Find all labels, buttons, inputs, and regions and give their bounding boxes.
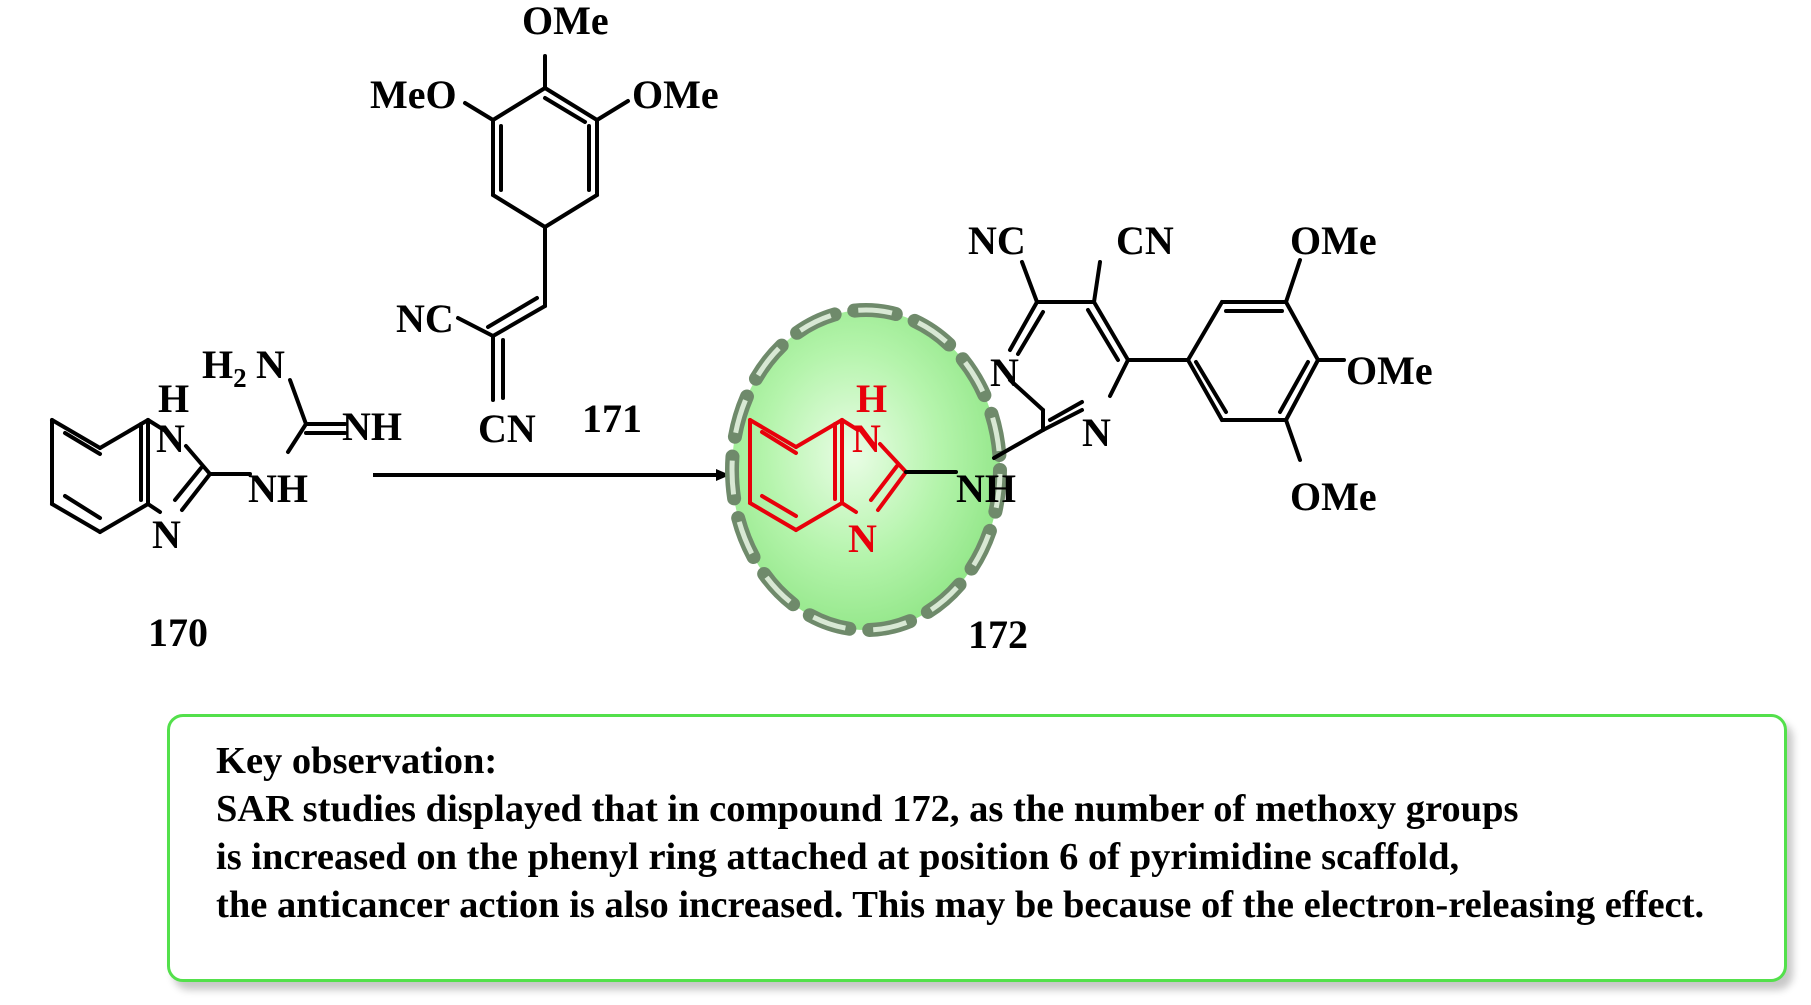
compound-172-atom-ome-mid: OMe xyxy=(1346,348,1433,393)
compound-171-atom-ome-right: OMe xyxy=(632,72,719,117)
compound-172-atom-n-bzi-bottom: N xyxy=(848,516,877,561)
compound-170-atom-nh-top: N xyxy=(156,416,185,461)
compound-172-atom-h-bzi-top: H xyxy=(856,376,887,421)
key-observation-line-1: SAR studies displayed that in compound 1… xyxy=(216,788,1519,830)
key-observation-line-3: the anticancer action is also increased.… xyxy=(216,884,1705,926)
compound-170-atom-h-top: H xyxy=(158,376,189,421)
compound-172-atom-n-pyr-top: N xyxy=(990,350,1019,395)
compound-172-atom-n-pyr-bottom: N xyxy=(1082,410,1111,455)
compound-171-label: 171 xyxy=(582,396,642,441)
key-observation-box: Key observation: SAR studies displayed t… xyxy=(167,714,1787,982)
compound-172-bonds xyxy=(904,258,1346,474)
compound-172-atom-n-bzi-top: N xyxy=(852,416,881,461)
compound-172-atom-nh-link: NH xyxy=(956,466,1016,511)
compound-170-atom-n-amine: N xyxy=(256,342,285,387)
compound-170-atom-h2: H2 xyxy=(202,342,247,393)
compound-172-core-bonds xyxy=(748,418,908,532)
compound-171-atom-meo-left: MeO xyxy=(370,72,457,117)
compound-170-atom-n-bottom: N xyxy=(152,512,181,557)
compound-170-bonds xyxy=(50,378,347,534)
compound-171-bonds xyxy=(456,54,630,402)
compound-172-atom-nc-left: NC xyxy=(968,218,1026,263)
compound-171-atom-cn-bottom: CN xyxy=(478,406,536,451)
benzimidazole-highlight xyxy=(732,310,1000,630)
compound-172-atom-ome-top: OMe xyxy=(1290,218,1377,263)
compound-172: N H N xyxy=(725,218,1433,657)
compound-172-label: 172 xyxy=(968,612,1028,657)
compound-170-label: 170 xyxy=(148,610,208,655)
key-observation-line-2: is increased on the phenyl ring attached… xyxy=(216,836,1460,878)
compound-170-atom-nh-imine: NH xyxy=(342,404,402,449)
key-observation-heading: Key observation: xyxy=(216,740,498,782)
compound-170: N H N H2 N NH NH 170 xyxy=(50,342,402,655)
compound-171-atom-ome-top: OMe xyxy=(522,0,609,43)
compound-171: OMe MeO OMe NC CN 171 xyxy=(370,0,719,451)
compound-171-atom-nc-left: NC xyxy=(396,296,454,341)
compound-170-atom-nh-link: NH xyxy=(248,466,308,511)
compound-172-atom-ome-bottom: OMe xyxy=(1290,474,1377,519)
compound-172-atom-cn-right: CN xyxy=(1116,218,1174,263)
